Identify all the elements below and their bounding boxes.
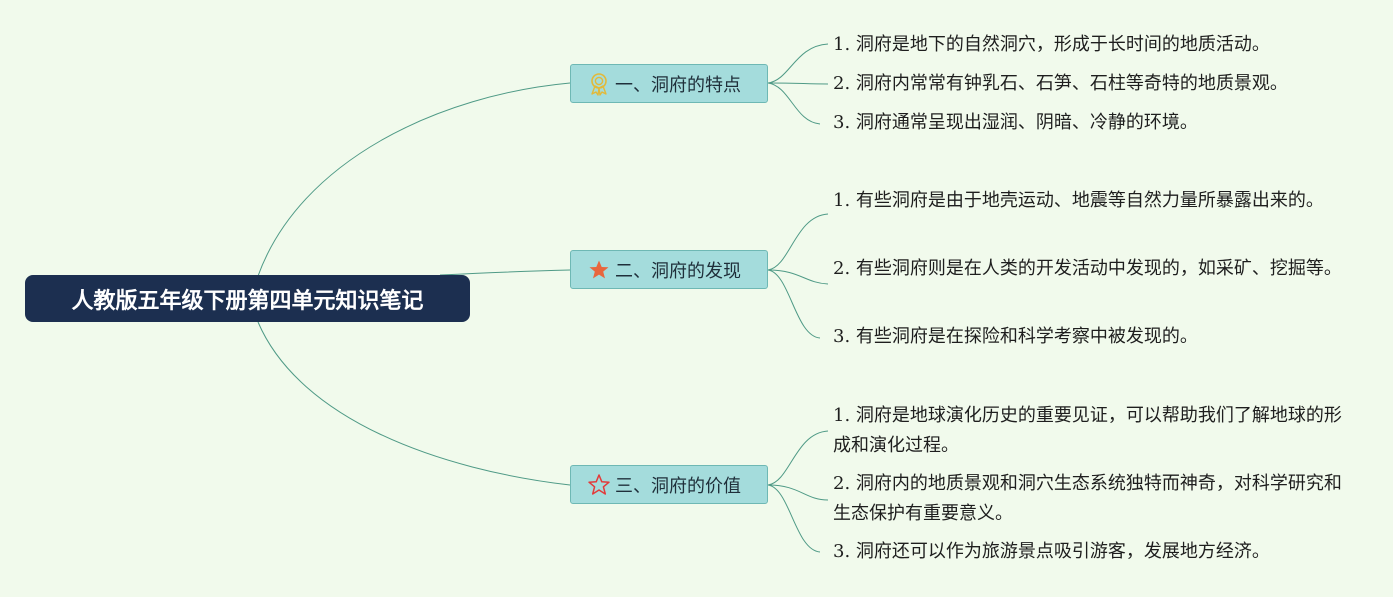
branch-topic-discovery[interactable]: 二、洞府的发现: [570, 250, 768, 289]
connector-root-branch-3: [257, 321, 571, 486]
leaf-b3-3: 3. 洞府还可以作为旅游景点吸引游客，发展地方经济。: [833, 541, 1270, 562]
central-topic[interactable]: 人教版五年级下册第四单元知识笔记: [25, 275, 470, 322]
leaf-b1-2: 2. 洞府内常常有钟乳石、石笋、石柱等奇特的地质景观。: [833, 73, 1288, 94]
branch-topic-value[interactable]: 三、洞府的价值: [570, 465, 768, 504]
connector-b1-leaf-3: [767, 82, 821, 125]
central-topic-label: 人教版五年级下册第四单元知识笔记: [71, 288, 424, 314]
leaf-b2-1: 1. 有些洞府是由于地壳运动、地震等自然力量所暴露出来的。: [833, 190, 1324, 211]
leaf-b3-2: 2. 洞府内的地质景观和洞穴生态系统独特而神奇，对科学研究和生态保护有重要意义。: [833, 473, 1342, 524]
branch-label: 一、洞府的特点: [615, 74, 741, 96]
connector-b3-leaf-1: [767, 430, 829, 486]
connector-b2-leaf-3: [767, 269, 821, 339]
connector-root-branch-2: [439, 269, 571, 276]
leaf-b2-2: 2. 有些洞府则是在人类的开发活动中发现的，如采矿、挖掘等。: [833, 258, 1342, 279]
award-ribbon-icon: [587, 72, 611, 96]
leaf-b3-1: 1. 洞府是地球演化历史的重要见证，可以帮助我们了解地球的形成和演化过程。: [833, 405, 1342, 456]
leaf-b1-1: 1. 洞府是地下的自然洞穴，形成于长时间的地质活动。: [833, 34, 1270, 55]
connector-b2-leaf-2: [767, 269, 829, 285]
leaf-b1-3: 3. 洞府通常呈现出湿润、阴暗、冷静的环境。: [833, 112, 1198, 133]
connector-b3-leaf-2: [767, 484, 829, 501]
connector-b1-leaf-1: [767, 43, 829, 84]
branch-label: 二、洞府的发现: [615, 260, 741, 282]
connector-b1-leaf-2: [767, 82, 829, 85]
star-filled-icon: [587, 258, 611, 282]
branch-topic-features[interactable]: 一、洞府的特点: [570, 64, 768, 103]
branch-label: 三、洞府的价值: [615, 475, 741, 497]
connector-b3-leaf-3: [767, 484, 821, 553]
connector-b2-leaf-1: [767, 213, 829, 271]
connector-root-branch-1: [257, 82, 571, 277]
star-outline-icon: [587, 473, 611, 497]
leaf-b2-3: 3. 有些洞府是在探险和科学考察中被发现的。: [833, 326, 1198, 347]
